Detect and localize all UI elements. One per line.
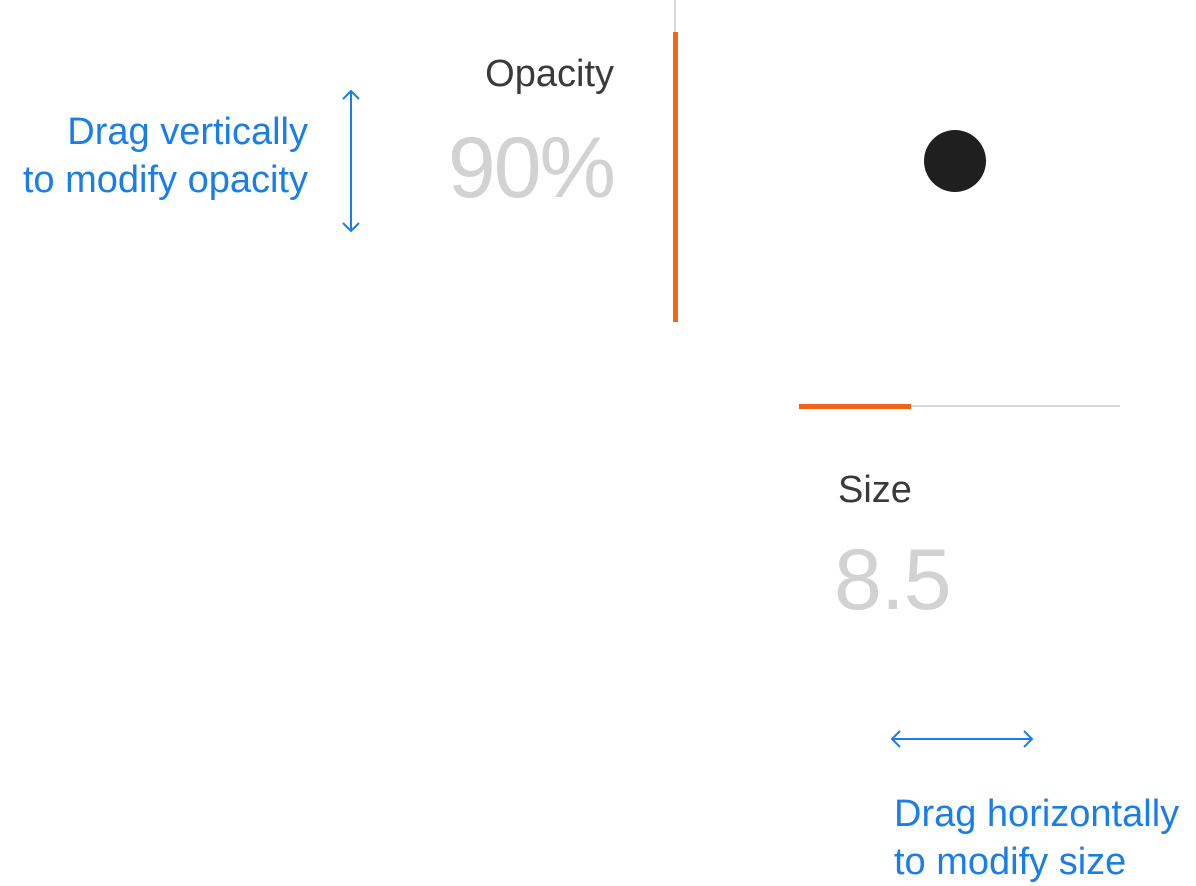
opacity-slider-fill	[673, 32, 678, 322]
vertical-hint-line-1: Drag vertically	[67, 111, 308, 153]
horizontal-hint-line-1: Drag horizontally	[894, 793, 1180, 835]
size-slider-fill	[799, 404, 911, 409]
horizontal-double-arrow-icon	[890, 730, 1034, 748]
size-slider-track	[799, 405, 1120, 407]
horizontal-drag-hint: Drag horizontally to modify size	[894, 790, 1179, 886]
vertical-double-arrow-icon	[342, 89, 360, 233]
size-value: 8.5	[834, 532, 952, 628]
opacity-value: 90%	[447, 120, 616, 216]
dot-preview-icon	[924, 130, 986, 192]
vertical-hint-line-2: to modify opacity	[22, 159, 308, 201]
horizontal-hint-line-2: to modify size	[894, 841, 1127, 883]
vertical-drag-hint: Drag vertically to modify opacity	[0, 108, 308, 204]
size-label: Size	[838, 469, 912, 511]
opacity-label: Opacity	[485, 53, 614, 95]
